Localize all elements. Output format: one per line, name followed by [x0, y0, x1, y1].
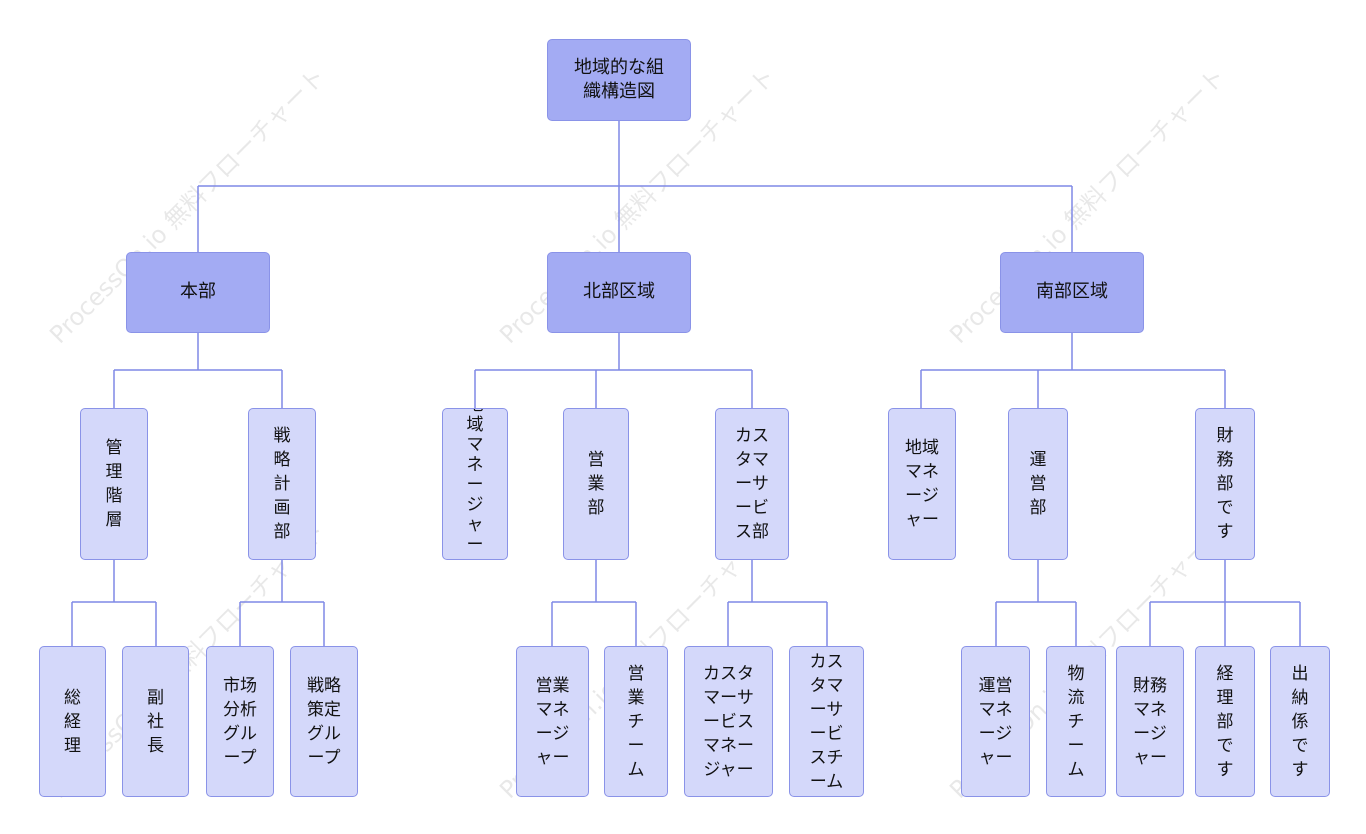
node-vice-president[interactable]: 副 社 長 [122, 646, 189, 797]
node-south-region[interactable]: 南部区域 [1000, 252, 1144, 333]
node-label: 出 納 係 で す [1291, 663, 1309, 780]
node-label: 北部区域 [583, 281, 655, 303]
node-strategy-planning-group[interactable]: 戦略 策定 グル ープ [290, 646, 358, 797]
node-label: カス タマ ーサ ービ ス部 [735, 426, 769, 542]
node-label: 財務 マネ ージ ャー [1133, 675, 1167, 768]
node-hq-strategy[interactable]: 戦 略 計 画 部 [248, 408, 316, 560]
node-label: 戦略 策定 グル ープ [307, 675, 341, 768]
node-label: 副 社 長 [147, 687, 164, 756]
node-general-manager[interactable]: 総 経 理 [39, 646, 106, 797]
node-label: 本部 [180, 281, 216, 303]
node-sales-team[interactable]: 営 業 チ ー ム [604, 646, 668, 797]
node-label: 経 理 部 で す [1216, 663, 1234, 780]
node-label: 管 理 階 層 [105, 438, 123, 530]
node-label: 南部区域 [1036, 281, 1108, 303]
node-north-customer-service[interactable]: カス タマ ーサ ービ ス部 [715, 408, 789, 560]
node-label: 総 経 理 [64, 687, 81, 756]
node-sales-manager[interactable]: 営業 マネ ージ ャー [516, 646, 589, 797]
node-label: 運 営 部 [1029, 450, 1047, 518]
node-market-analysis-group[interactable]: 市场 分析 グル ープ [206, 646, 274, 797]
node-cashier[interactable]: 出 納 係 で す [1270, 646, 1330, 797]
node-label: カスタ マーサ ービス マネー ジャー [703, 663, 754, 780]
node-finance-manager[interactable]: 財務 マネ ージ ャー [1116, 646, 1184, 797]
node-north-sales[interactable]: 営 業 部 [563, 408, 629, 560]
node-label: 営 業 チ ー ム [627, 663, 645, 780]
node-hq-management[interactable]: 管 理 階 層 [80, 408, 148, 560]
node-label: 物 流 チ ー ム [1067, 663, 1085, 780]
node-cs-team[interactable]: カス タマ ーサ ービ スチ ーム [789, 646, 864, 797]
node-label: 運営 マネ ージ ャー [978, 675, 1013, 768]
node-label: 地域的な組 織構造図 [574, 56, 664, 102]
node-label: 地 域 マ ネ ー ジ ャ ー [466, 409, 484, 555]
node-label: 地域 マネ ージ ャー [905, 438, 939, 530]
node-label: 営 業 部 [587, 450, 605, 518]
node-north-region[interactable]: 北部区域 [547, 252, 691, 333]
node-label: 営業 マネ ージ ャー [535, 675, 570, 768]
node-root-org-chart[interactable]: 地域的な組 織構造図 [547, 39, 691, 121]
node-south-regional-manager[interactable]: 地域 マネ ージ ャー [888, 408, 956, 560]
node-label: 財 務 部 で す [1216, 426, 1234, 542]
node-south-operations[interactable]: 運 営 部 [1008, 408, 1068, 560]
node-label: カス タマ ーサ ービ スチ ーム [809, 651, 844, 792]
node-accounting[interactable]: 経 理 部 で す [1195, 646, 1255, 797]
node-north-regional-manager[interactable]: 地 域 マ ネ ー ジ ャ ー [442, 408, 508, 560]
node-logistics-team[interactable]: 物 流 チ ー ム [1046, 646, 1106, 797]
node-cs-manager[interactable]: カスタ マーサ ービス マネー ジャー [684, 646, 773, 797]
node-operations-manager[interactable]: 運営 マネ ージ ャー [961, 646, 1030, 797]
node-headquarters[interactable]: 本部 [126, 252, 270, 333]
node-label: 市场 分析 グル ープ [223, 675, 257, 768]
node-label: 戦 略 計 画 部 [273, 426, 291, 542]
node-south-finance[interactable]: 財 務 部 で す [1195, 408, 1255, 560]
